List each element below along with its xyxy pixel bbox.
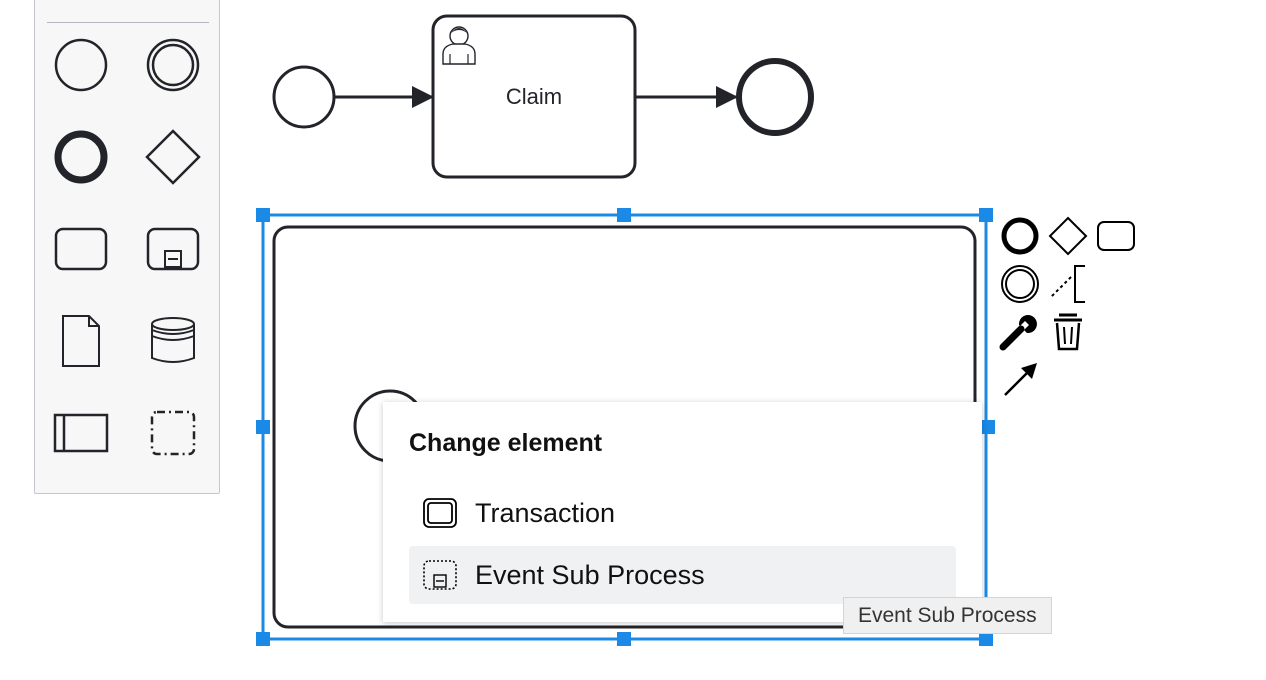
end-event-icon [54,130,108,184]
append-task[interactable] [1095,215,1137,257]
popup-entry-label: Event Sub Process [475,559,705,590]
start-event[interactable] [272,65,336,129]
start-event-tool[interactable] [51,35,111,95]
append-intermediate-event-icon [1001,265,1039,303]
intermediate-event-icon [146,38,200,92]
connect[interactable] [999,359,1041,401]
gateway-icon [145,129,201,185]
group-icon [150,410,196,456]
subprocess-expanded-icon [146,227,200,271]
append-end-event-icon [1001,217,1039,255]
append-gateway-icon [1048,216,1088,256]
sequence-flow-arrowhead [716,86,738,108]
append-text-annotation[interactable] [1047,263,1089,305]
connect-arrow-icon [1004,363,1037,396]
palette-separator [47,22,209,23]
data-store-tool[interactable] [143,311,203,371]
data-store-icon [151,317,195,363]
resize-handle-sw[interactable] [256,632,270,646]
sequence-flow-arrowhead [412,86,434,108]
intermediate-event-tool[interactable] [143,35,203,95]
task-icon [54,227,108,271]
wrench-icon [999,315,1037,351]
resize-handle-nw[interactable] [256,208,270,222]
start-event-icon [54,38,108,92]
popup-entry-transaction[interactable]: Transaction [409,484,956,542]
gateway-tool[interactable] [143,127,203,187]
data-object-tool[interactable] [51,311,111,371]
tooltip: Event Sub Process [843,597,1052,634]
popup-entry-event-sub-process[interactable]: Event Sub Process [409,546,956,604]
user-task[interactable]: Claim [431,14,637,179]
resize-handle-e[interactable] [981,420,995,434]
append-gateway[interactable] [1047,215,1089,257]
resize-handle-w[interactable] [256,420,270,434]
task-tool[interactable] [51,219,111,279]
task-label: Claim [506,84,562,109]
tool-palette [34,0,220,494]
popup-entry-label: Transaction [475,497,616,528]
trash-icon [1054,313,1082,351]
data-object-icon [62,315,100,367]
participant-tool[interactable] [51,403,111,463]
change-element-popup: Change element Transaction Event Sub Pro… [383,402,982,622]
resize-handle-ne[interactable] [979,208,993,222]
event-subprocess-icon [423,558,457,592]
append-intermediate-event[interactable] [999,263,1041,305]
text-annotation-icon [1050,265,1085,303]
end-event[interactable] [736,58,814,136]
replace-element[interactable] [999,311,1041,353]
resize-handle-s[interactable] [617,632,631,646]
group-tool[interactable] [143,403,203,463]
resize-handle-n[interactable] [617,208,631,222]
subprocess-tool[interactable] [143,219,203,279]
append-end-event[interactable] [999,215,1041,257]
popup-title: Change element [409,429,603,457]
user-icon [442,26,476,65]
transaction-icon [423,496,457,530]
resize-handle-se[interactable] [979,632,993,646]
append-task-icon [1097,221,1135,251]
participant-icon [53,413,109,453]
end-event-tool[interactable] [51,127,111,187]
delete-element[interactable] [1047,311,1089,353]
